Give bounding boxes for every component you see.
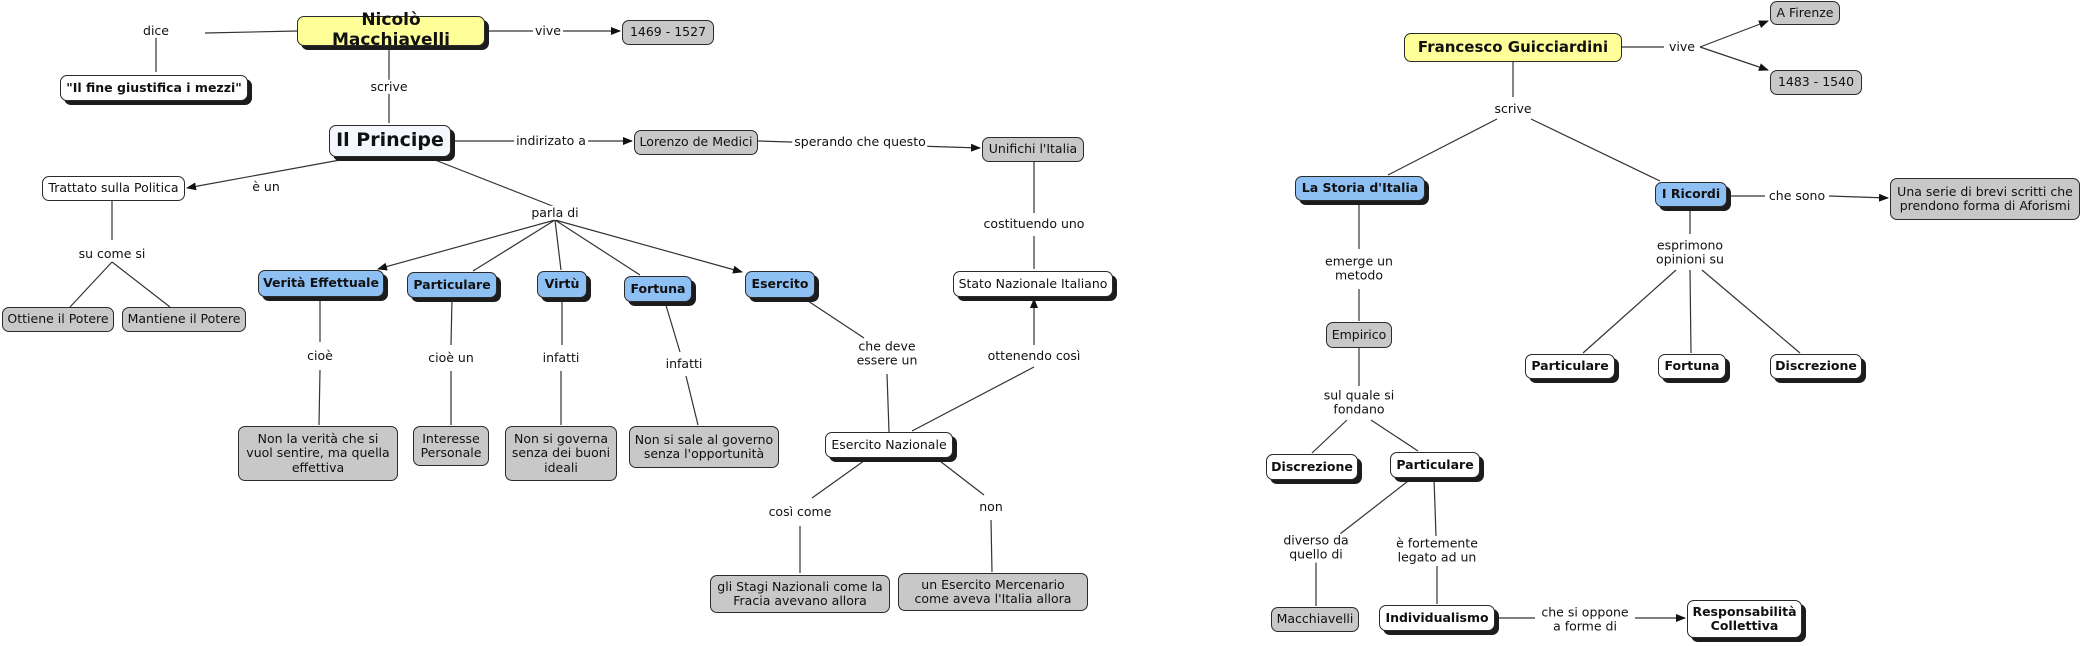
node-lorenzo-de-medici[interactable]: Lorenzo de Medici bbox=[634, 130, 758, 155]
connector-line-27 bbox=[685, 375, 699, 426]
link-che-sono: che sono bbox=[1766, 187, 1828, 204]
node-particulare-1[interactable]: Particulare bbox=[407, 272, 497, 298]
connector-line-50 bbox=[1370, 419, 1419, 452]
link-scrive-g: scrive bbox=[1492, 100, 1534, 117]
connector-line-36 bbox=[1699, 46, 1769, 71]
connector-line-15 bbox=[554, 219, 743, 274]
connector-line-41 bbox=[1828, 193, 1889, 202]
connector-line-45 bbox=[1582, 269, 1677, 354]
link-parla-di: parla di bbox=[529, 204, 581, 221]
node-il-principe[interactable]: Il Principe bbox=[329, 125, 451, 157]
link-vive-g: vive bbox=[1667, 38, 1697, 55]
link-vive-m: vive bbox=[533, 22, 563, 39]
node-stato-nazionale[interactable]: Stato Nazionale Italiano bbox=[953, 271, 1113, 297]
node-non-la-verita[interactable]: Non la verità che si vuol sentire, ma qu… bbox=[238, 426, 398, 481]
link-che-deve: che deve essere un bbox=[852, 339, 922, 369]
connector-line-6 bbox=[186, 159, 341, 191]
node-macchiavelli[interactable]: Macchiavelli bbox=[1271, 607, 1359, 632]
connector-line-12 bbox=[472, 219, 556, 272]
node-fortuna-1[interactable]: Fortuna bbox=[624, 276, 692, 302]
node-esercito-nazionale[interactable]: Esercito Nazionale bbox=[825, 432, 953, 458]
link-cioe-un: cioè un bbox=[426, 349, 476, 366]
node-guicciardini[interactable]: Francesco Guicciardini bbox=[1404, 33, 1622, 62]
connector-line-10 bbox=[434, 159, 556, 208]
link-dice: dice bbox=[141, 22, 171, 39]
connector-line-9 bbox=[111, 261, 171, 308]
node-empirico[interactable]: Empirico bbox=[1326, 322, 1392, 348]
link-sul-quale: sul quale si fondano bbox=[1321, 388, 1397, 418]
link-scrive-m: scrive bbox=[368, 78, 410, 95]
connector-line-0 bbox=[204, 30, 298, 34]
connector-line-46 bbox=[1689, 269, 1692, 354]
node-discrezione-1[interactable]: Discrezione bbox=[1770, 354, 1862, 379]
node-machiavelli[interactable]: Nicolò Macchiavelli bbox=[297, 11, 485, 50]
connector-line-21 bbox=[318, 369, 321, 426]
node-non-si-sale[interactable]: Non si sale al governo senza l'opportuni… bbox=[629, 426, 779, 468]
link-e-un: è un bbox=[250, 178, 282, 195]
connector-line-26 bbox=[664, 301, 681, 353]
link-fortemente: è fortemente legato ad un bbox=[1390, 536, 1484, 566]
link-indirizato: indirizato a bbox=[514, 132, 588, 149]
node-fortuna-2[interactable]: Fortuna bbox=[1658, 354, 1726, 379]
connector-line-19 bbox=[911, 366, 1035, 432]
connector-line-39 bbox=[1530, 118, 1661, 182]
node-il-fine-giustifica[interactable]: "Il fine giustifica i mezzi" bbox=[60, 75, 248, 101]
connector-line-8 bbox=[69, 261, 113, 308]
link-si-oppone: che si oppone a forme di bbox=[1535, 605, 1635, 635]
connector-line-47 bbox=[1701, 269, 1801, 354]
node-aforismi[interactable]: Una serie di brevi scritti che prendono … bbox=[1890, 178, 2080, 220]
link-infatti-1: infatti bbox=[540, 349, 582, 366]
link-cioe: cioè bbox=[305, 347, 335, 364]
node-esercito-mercenario[interactable]: un Esercito Mercenario come aveva l'Ital… bbox=[898, 573, 1088, 611]
connector-line-30 bbox=[811, 457, 869, 499]
link-cosi-come: così come bbox=[766, 503, 834, 520]
connector-line-32 bbox=[935, 457, 985, 496]
link-emerge: emerge un metodo bbox=[1321, 254, 1397, 284]
connector-line-53 bbox=[1433, 477, 1437, 537]
node-non-si-governa[interactable]: Non si governa senza dei buoni ideali bbox=[505, 426, 617, 481]
node-i-ricordi[interactable]: I Ricordi bbox=[1655, 182, 1727, 207]
node-responsabilita-collettiva[interactable]: Responsabilità Collettiva bbox=[1687, 600, 1802, 638]
link-sperando: sperando che questo bbox=[792, 133, 928, 150]
node-individualismo[interactable]: Individualismo bbox=[1379, 605, 1495, 631]
node-particulare-3[interactable]: Particulare bbox=[1390, 452, 1480, 478]
node-discrezione-2[interactable]: Discrezione bbox=[1266, 454, 1358, 480]
node-trattato-politica[interactable]: Trattato sulla Politica bbox=[42, 176, 185, 201]
link-infatti-2: infatti bbox=[663, 355, 705, 372]
node-esercito[interactable]: Esercito bbox=[745, 271, 815, 298]
link-ottenendo: ottenendo così bbox=[985, 347, 1083, 364]
node-ottiene-potere[interactable]: Ottiene il Potere bbox=[2, 307, 114, 332]
link-costituendo: costituendo uno bbox=[981, 215, 1087, 232]
node-verita-effettuale[interactable]: Verità Effettuale bbox=[258, 270, 384, 297]
connector-line-14 bbox=[554, 219, 641, 276]
connector-line-29 bbox=[886, 373, 890, 433]
node-virtu[interactable]: Virtù bbox=[537, 271, 587, 298]
connector-line-33 bbox=[990, 519, 993, 573]
node-date-machiavelli[interactable]: 1469 - 1527 bbox=[622, 20, 714, 45]
connector-line-49 bbox=[1311, 419, 1348, 454]
node-date-guicciardini[interactable]: 1483 - 1540 bbox=[1770, 70, 1862, 95]
connector-line-28 bbox=[804, 298, 865, 339]
node-interesse-personale[interactable]: Interesse Personale bbox=[413, 426, 489, 466]
link-diverso: diverso da quello di bbox=[1279, 533, 1353, 563]
connector-line-13 bbox=[554, 219, 562, 271]
connector-line-51 bbox=[1339, 477, 1413, 535]
node-storia-italia[interactable]: La Storia d'Italia bbox=[1295, 176, 1425, 201]
connector-line-35 bbox=[1699, 20, 1769, 48]
node-unifichi-italia[interactable]: Unifichi l'Italia bbox=[982, 137, 1084, 162]
connector-line-11 bbox=[377, 219, 556, 271]
node-mantiene-potere[interactable]: Mantiene il Potere bbox=[122, 307, 246, 332]
node-stagi-nazionali[interactable]: gli Stagi Nazionali come la Fracia aveva… bbox=[710, 575, 890, 613]
link-su-come-si: su come si bbox=[76, 245, 148, 262]
link-non: non bbox=[977, 498, 1005, 515]
node-particulare-2[interactable]: Particulare bbox=[1525, 354, 1615, 379]
connector-line-38 bbox=[1387, 118, 1498, 176]
node-a-firenze[interactable]: A Firenze bbox=[1770, 1, 1840, 25]
link-esprimono: esprimono opinioni su bbox=[1648, 238, 1732, 268]
connector-line-22 bbox=[450, 297, 453, 346]
